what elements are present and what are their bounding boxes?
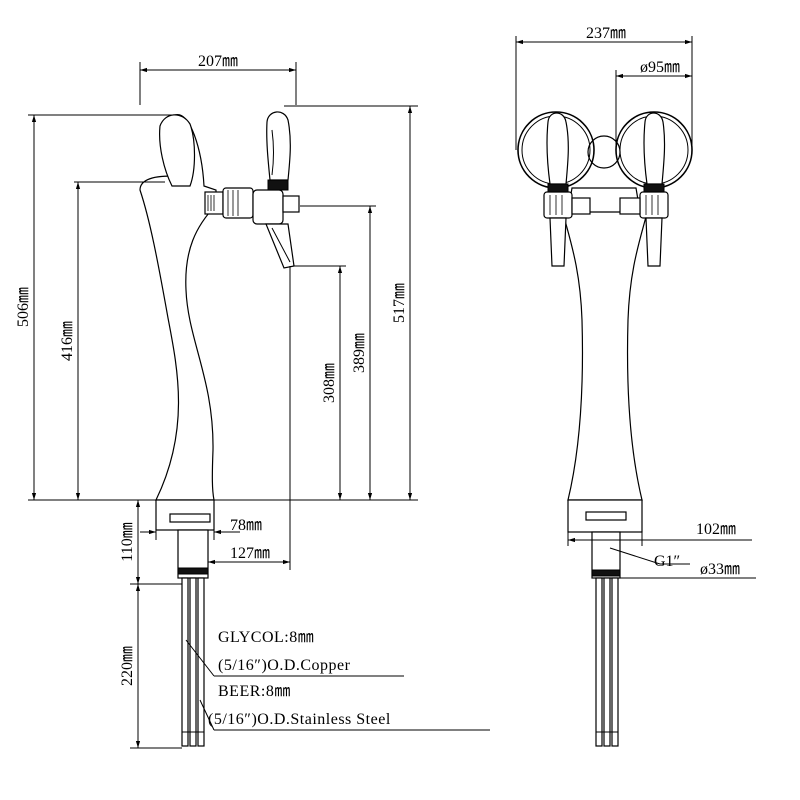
note-glycol-label: GLYCOL:8㎜ [218,629,314,646]
note-beer-spec: (5/16″)O.D.Stainless Steel [208,711,391,728]
front-dim-95: ø95㎜ [640,59,680,76]
side-dim-207: 207㎜ [198,53,238,70]
side-cap [159,114,196,187]
front-dim-g1: G1″ [654,553,680,570]
front-right-handle [643,112,666,185]
note-glycol-spec: (5/16″)O.D.Copper [218,657,351,674]
front-view: 237㎜ ø95㎜ 102㎜ G1″ ø33㎜ [515,25,756,747]
front-dim-102: 102㎜ [696,521,736,538]
side-dim-416: 416㎜ [59,321,76,361]
side-dim-308: 308㎜ [321,363,338,403]
front-dim-33: ø33㎜ [700,561,740,578]
side-tap-handle [266,111,291,181]
front-flange [585,511,627,521]
side-view: 207㎜ 506㎜ 416㎜ 517㎜ 389㎜ 308㎜ 78㎜ 127㎜ 1… [15,53,490,749]
side-dimensions [28,62,490,749]
front-dim-237: 237㎜ [586,25,626,42]
side-dim-517: 517㎜ [391,283,408,323]
front-right-faucet [619,183,669,267]
front-dimensions [515,36,756,579]
side-tubes [181,577,205,747]
side-faucet [204,179,300,269]
side-dim-389: 389㎜ [351,333,368,373]
front-tubes [595,577,619,747]
side-dim-220: 220㎜ [119,646,136,686]
side-flange [169,513,211,523]
side-dim-110: 110㎜ [119,522,136,561]
side-dim-127: 127㎜ [230,545,270,562]
front-tower-body [559,199,651,501]
front-left-handle [546,112,569,185]
front-left-faucet [543,183,591,267]
note-beer-label: BEER:8㎜ [218,683,291,700]
side-dim-506: 506㎜ [15,287,32,327]
side-dim-78: 78㎜ [230,517,262,534]
